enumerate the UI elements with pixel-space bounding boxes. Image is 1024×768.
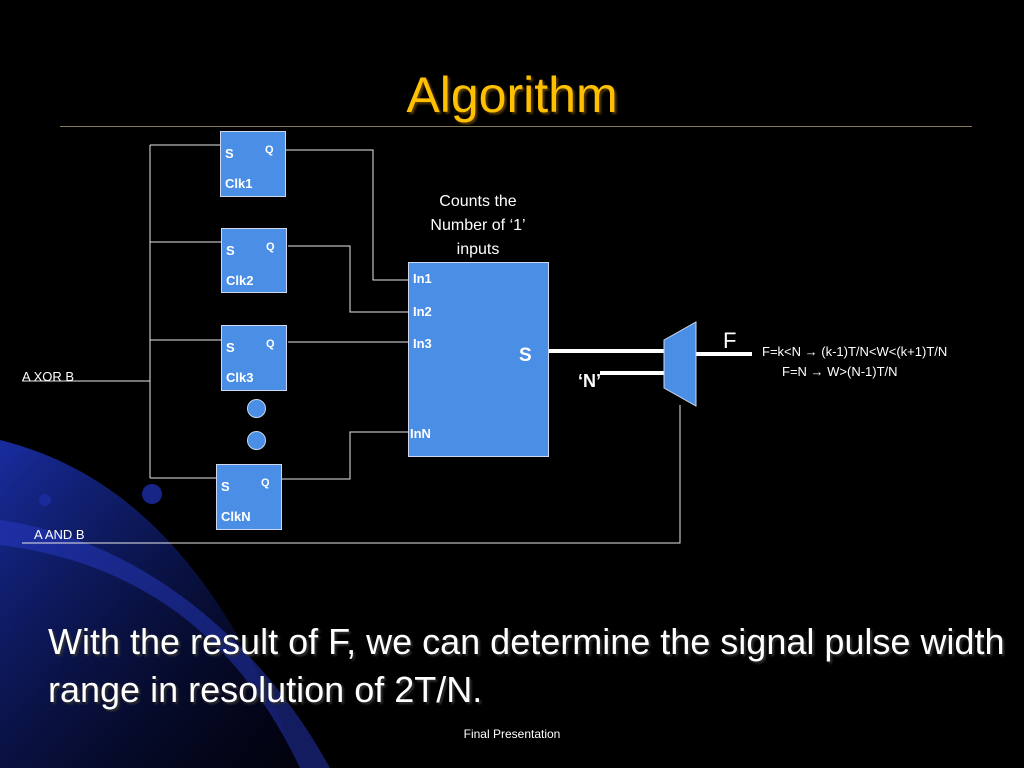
counter-input-3: In3 [413,336,432,351]
flipflop-1: S Q Clk1 [220,131,286,197]
counter-output-s: S [519,345,532,366]
flipflop-q-label: Q [266,338,275,350]
ellipsis-dot [247,399,266,418]
flipflop-clk-label: Clk3 [226,370,254,385]
footer-text: Final Presentation [463,727,561,741]
flipflop-s-label: S [226,243,235,258]
flipflop-clk-label: Clk1 [225,176,253,191]
flipflop-clk-label: Clk2 [226,273,254,288]
counter-input-1: In1 [413,271,432,286]
formula-line-1: F=k<N → (k-1)T/N<W<(k+1)T/N [762,344,948,359]
flipflop-clk-label: ClkN [221,509,251,524]
and-input-label: A AND B [34,527,85,542]
slide-title: Algorithm [406,67,618,123]
flipflop-s-label: S [226,340,235,355]
flipflop-q-label: Q [261,477,270,489]
flipflop-s-label: S [225,146,234,161]
comparator-mux [663,321,697,407]
f-output-label: F [723,328,737,353]
flipflop-s-label: S [221,479,230,494]
body-text: With the result of F, we can determine t… [48,621,1005,710]
counter-input-2: In2 [413,304,432,319]
flipflop-3: S Q Clk3 [221,325,287,391]
title-divider [60,126,972,127]
ellipsis-dot [247,431,266,450]
counter-caption: Counts the Number of ‘1’ inputs [430,193,526,258]
n-constant-label: ‘N’ [578,371,602,391]
xor-input-label: A XOR B [22,369,75,384]
flipflop-q-label: Q [266,241,275,253]
formula-line-2: F=N → W>(N-1)T/N [782,364,898,379]
flipflop-2: S Q Clk2 [221,228,287,293]
counter-block: In1 In2 In3 InN S [408,262,549,457]
counter-input-n: InN [410,426,431,441]
flipflop-n: S Q ClkN [216,464,282,530]
flipflop-q-label: Q [265,144,274,156]
